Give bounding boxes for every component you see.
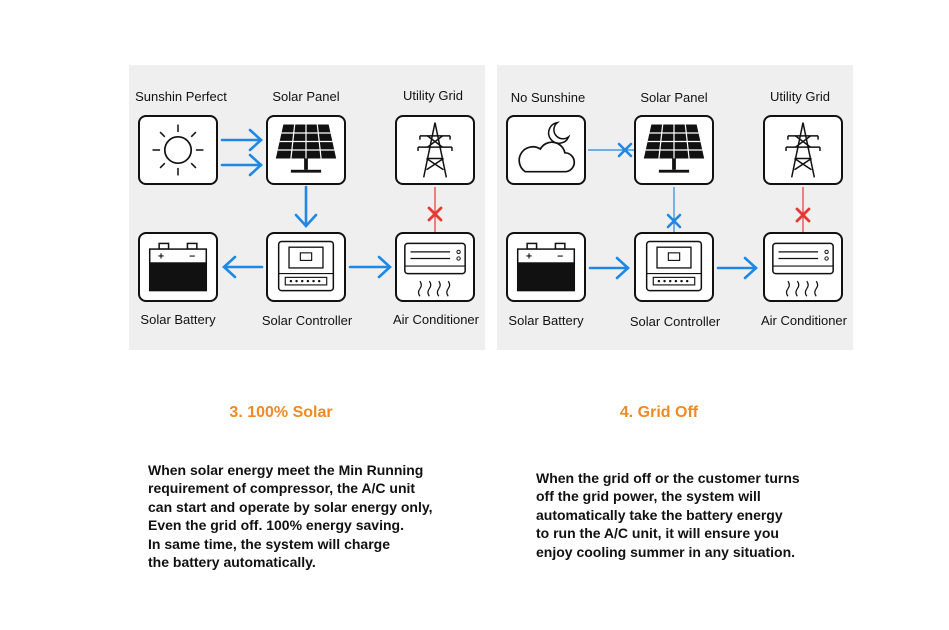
power-tower-icon [785, 122, 821, 178]
svg-text:+: + [526, 251, 532, 262]
right-description-line: automatically take the battery energy [536, 506, 783, 523]
right-grid-label: Utility Grid [770, 89, 830, 104]
svg-text:−: − [189, 251, 195, 262]
left-sun-box [138, 115, 218, 185]
left-diagram-panel [129, 65, 485, 350]
power-tower-icon [417, 122, 453, 178]
right-ac-label: Air Conditioner [761, 313, 847, 328]
left-description-line: the battery automatically. [148, 554, 316, 571]
left-description-line: requirement of compressor, the A/C unit [148, 480, 416, 497]
battery-icon: + − [148, 242, 208, 292]
right-description: When the grid off or the customer turns … [536, 469, 800, 561]
right-controller-box [634, 232, 714, 302]
right-no-sun-box [506, 115, 586, 185]
right-diagram-panel [497, 65, 853, 350]
right-description-line: enjoy cooling summer in any situation. [536, 543, 796, 560]
solar-controller-icon [277, 240, 335, 292]
left-description-line: In same time, the system will charge [148, 535, 390, 552]
right-solar-panel-box [634, 115, 714, 185]
right-section-title: 4. Grid Off [619, 404, 699, 421]
left-section-title: 3. 100% Solar [229, 404, 333, 421]
right-battery-box: + − [506, 232, 586, 302]
left-panel-label: Solar Panel [272, 89, 340, 104]
right-controller-label: Solar Controller [629, 314, 721, 329]
svg-text:−: − [557, 251, 563, 262]
left-sun-label: Sunshin Perfect [135, 89, 227, 104]
solar-controller-icon [645, 240, 703, 292]
right-battery-label: Solar Battery [508, 313, 584, 328]
right-description-line: to run the A/C unit, it will ensure you [536, 525, 779, 542]
sun-icon [152, 124, 204, 176]
left-solar-panel-box [266, 115, 346, 185]
right-sun-label: No Sunshine [510, 90, 586, 105]
right-panel-label: Solar Panel [640, 90, 708, 105]
left-description: When solar energy meet the Min Running r… [148, 461, 433, 571]
solar-panel-icon [275, 124, 337, 173]
left-controller-label: Solar Controller [261, 313, 353, 328]
battery-icon: + − [516, 242, 576, 292]
svg-text:+: + [158, 251, 164, 262]
left-utility-grid-box [395, 115, 475, 185]
air-conditioner-icon [772, 242, 834, 297]
left-ac-label: Air Conditioner [393, 312, 479, 327]
left-battery-label: Solar Battery [140, 312, 216, 327]
right-description-line: off the grid power, the system will [536, 488, 761, 505]
left-description-line: Even the grid off. 100% energy saving. [148, 517, 404, 534]
air-conditioner-icon [404, 242, 466, 297]
right-utility-grid-box [763, 115, 843, 185]
left-description-line: When solar energy meet the Min Running [148, 462, 424, 478]
right-air-conditioner-box [763, 232, 843, 302]
left-battery-box: + − [138, 232, 218, 302]
right-description-line: When the grid off or the customer turns [536, 470, 800, 486]
solar-panel-icon [643, 124, 705, 173]
cloud-moon-icon [518, 121, 576, 173]
left-description-line: can start and operate by solar energy on… [148, 498, 433, 515]
left-air-conditioner-box [395, 232, 475, 302]
left-grid-label: Utility Grid [403, 88, 463, 103]
left-controller-box [266, 232, 346, 302]
